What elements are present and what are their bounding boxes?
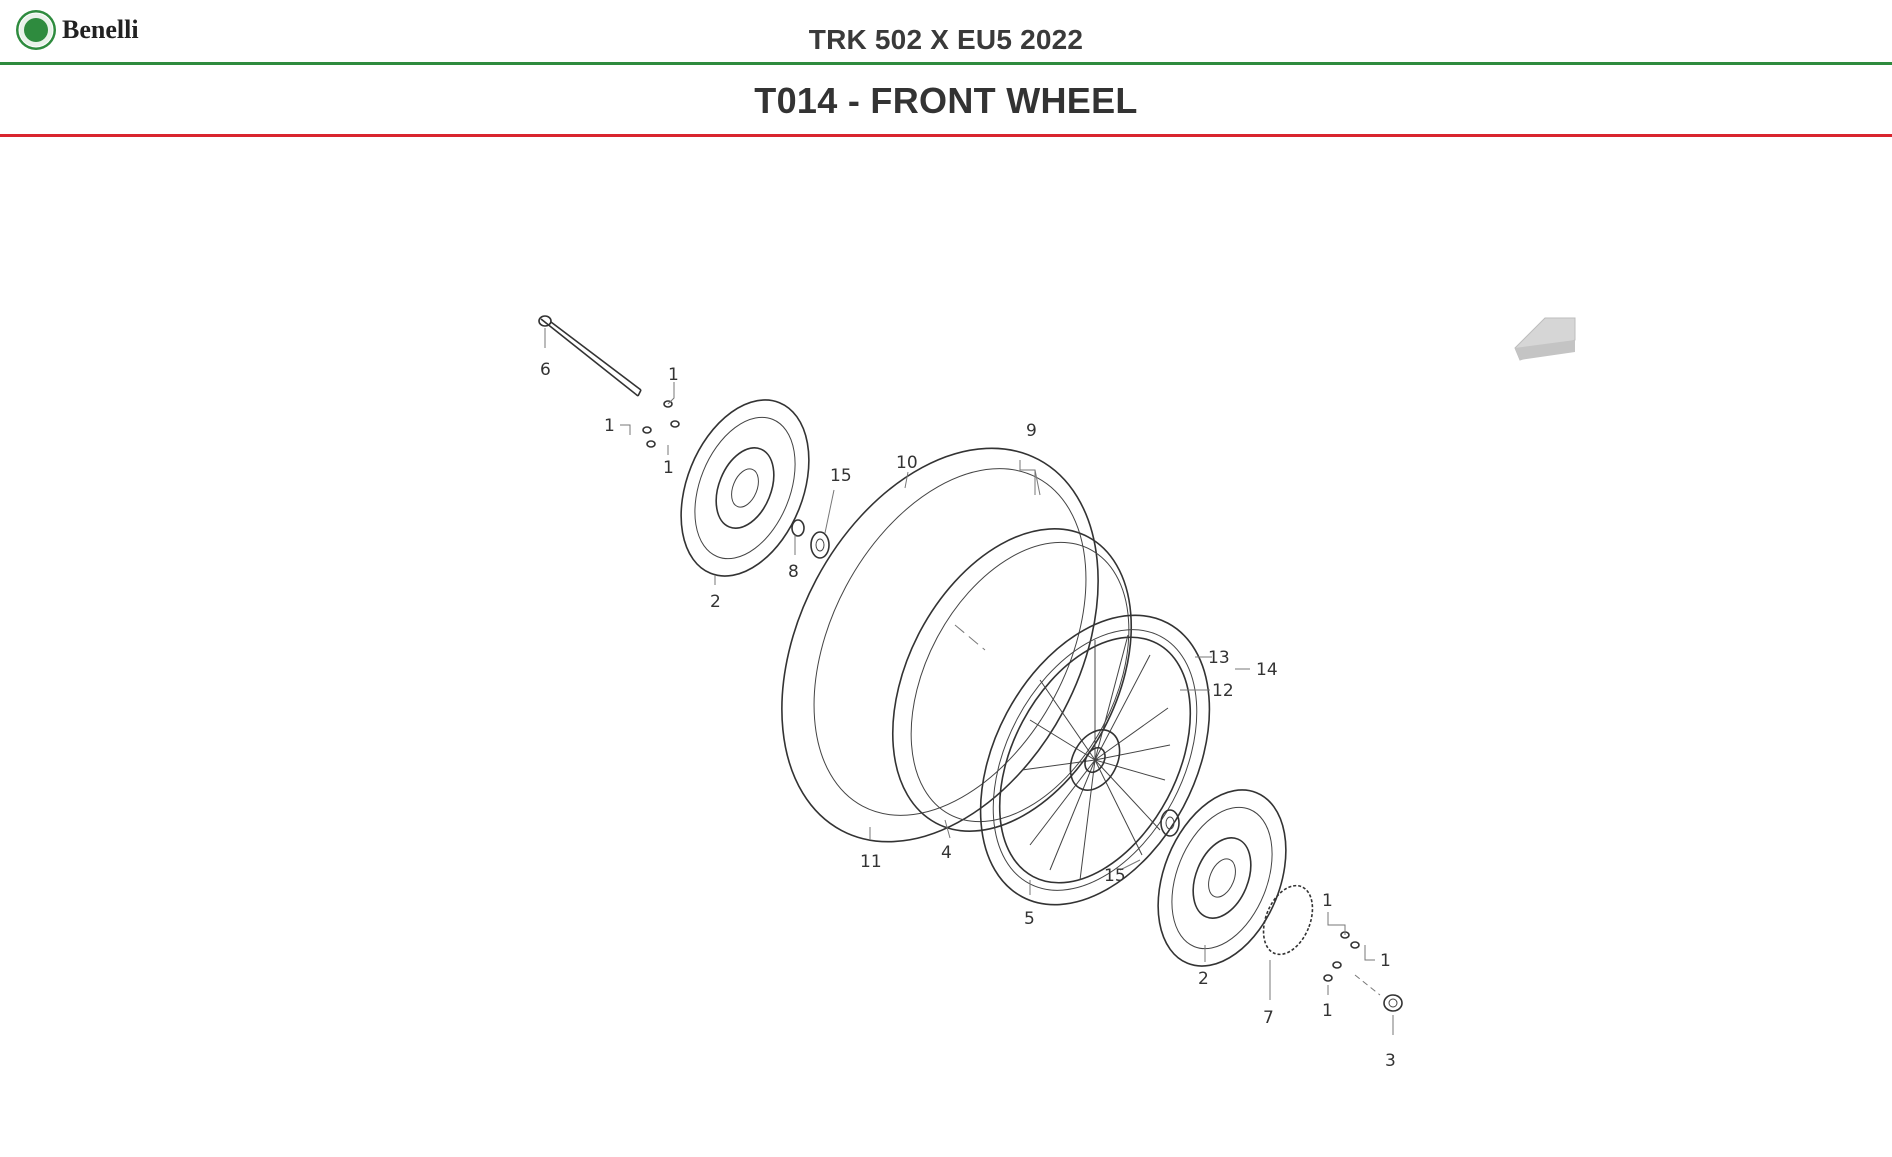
exploded-parts-diagram: 6 1 1 1 2 8 15 10 9 13 14 12 11 4 5 15 2…: [0, 140, 1892, 1157]
axle-drawing: [538, 315, 642, 397]
header-divider-green: [0, 62, 1892, 65]
brand-wordmark: Benelli: [62, 15, 139, 44]
callout-1: 1: [668, 365, 679, 385]
brand-logo: Benelli: [14, 8, 174, 52]
callout-1: 1: [604, 416, 615, 436]
callout-2: 2: [1198, 969, 1209, 989]
callout-1: 1: [1322, 1001, 1333, 1021]
tone-ring-drawing: [1262, 884, 1314, 956]
callout-2: 2: [710, 592, 721, 612]
callout-14: 14: [1256, 660, 1278, 680]
callout-4: 4: [941, 843, 952, 863]
callout-10: 10: [896, 453, 918, 473]
callout-12: 12: [1212, 681, 1234, 701]
brand-emblem-icon: [16, 10, 56, 50]
callout-1: 1: [663, 458, 674, 478]
bolts-lower-drawing: [1323, 931, 1360, 982]
callout-15: 15: [1104, 866, 1126, 886]
callout-6: 6: [540, 360, 551, 380]
brake-disc-lower-drawing: [1157, 789, 1287, 967]
header-divider-red: [0, 134, 1892, 137]
callout-7: 7: [1263, 1008, 1274, 1028]
callout-5: 5: [1024, 909, 1035, 929]
callout-3: 3: [1385, 1051, 1396, 1071]
callout-13: 13: [1208, 648, 1230, 668]
inner-tube-drawing: [891, 528, 1133, 832]
callout-11: 11: [860, 852, 882, 872]
tyre-drawing: [781, 447, 1099, 843]
brake-disc-upper-drawing: [680, 399, 810, 577]
callout-1: 1: [1322, 891, 1333, 911]
page-title: T014 - FRONT WHEEL: [754, 80, 1138, 121]
spacer-bearing-upper-drawing: [791, 519, 830, 559]
callout-9: 9: [1026, 421, 1037, 441]
callout-8: 8: [788, 562, 799, 582]
callout-labels: 6 1 1 1 2 8 15 10 9 13 14 12 11 4 5 15 2…: [540, 360, 1396, 1071]
axle-spacer-drawing: [1354, 974, 1403, 1012]
callout-15: 15: [830, 466, 852, 486]
bearing-lower-drawing: [1160, 809, 1180, 837]
spoked-rim-drawing: [979, 614, 1211, 906]
direction-arrow-icon: [1514, 317, 1576, 361]
callout-1: 1: [1380, 951, 1391, 971]
model-name: TRK 502 X EU5 2022: [808, 24, 1084, 55]
bolts-upper-drawing: [642, 400, 680, 448]
callout-leaders: [544, 328, 1394, 1035]
